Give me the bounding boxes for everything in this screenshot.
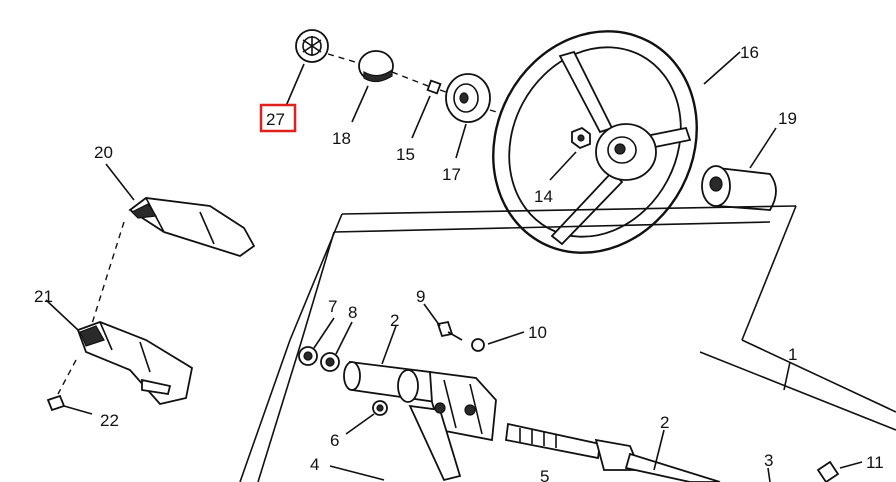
label-14: 14 [534, 187, 553, 206]
label-8: 8 [348, 303, 357, 322]
label-21: 21 [34, 287, 53, 306]
label-4: 4 [310, 455, 319, 474]
label-7: 7 [328, 297, 337, 316]
label-6: 6 [330, 431, 339, 450]
label-27: 27 [266, 110, 285, 129]
label-20: 20 [94, 143, 113, 162]
label-15: 15 [396, 145, 415, 164]
part-10-nut [471, 338, 485, 352]
part-14-wheel-nut [571, 126, 591, 150]
label-16: 16 [740, 43, 759, 62]
part-labels: 1 2 2 3 4 5 6 7 8 9 10 11 14 15 16 17 18… [34, 43, 884, 482]
label-22: 22 [100, 411, 119, 430]
part-6-nut [372, 400, 388, 416]
part-21-lower-shroud [57, 321, 194, 405]
label-3: 3 [764, 451, 773, 470]
part-16-steering-wheel [492, 30, 698, 254]
part-27-horn-emblem [295, 29, 363, 65]
part-20-upper-shroud [89, 197, 256, 331]
label-2-lower: 2 [660, 413, 669, 432]
label-17: 17 [442, 165, 461, 184]
part-15-nut [426, 79, 453, 95]
part-8-washer [320, 352, 340, 372]
part-2-column-assembly [343, 360, 721, 482]
label-19: 19 [778, 109, 797, 128]
label-9: 9 [416, 287, 425, 306]
part-7-washer [298, 346, 318, 366]
highlight-box [259, 103, 297, 133]
label-10: 10 [528, 323, 547, 342]
label-1: 1 [788, 345, 797, 364]
part-11-screw [816, 460, 840, 482]
leader-lines [45, 51, 863, 482]
part-1-column-frame [239, 205, 896, 482]
label-5: 5 [540, 467, 549, 482]
label-11: 11 [866, 453, 884, 472]
label-2-upper: 2 [390, 311, 399, 330]
part-9-bolt [436, 320, 463, 341]
part-19-cylinder [701, 165, 777, 211]
part-22-screw [46, 394, 66, 412]
label-18: 18 [332, 129, 351, 148]
part-18-horn-cap [358, 50, 429, 87]
